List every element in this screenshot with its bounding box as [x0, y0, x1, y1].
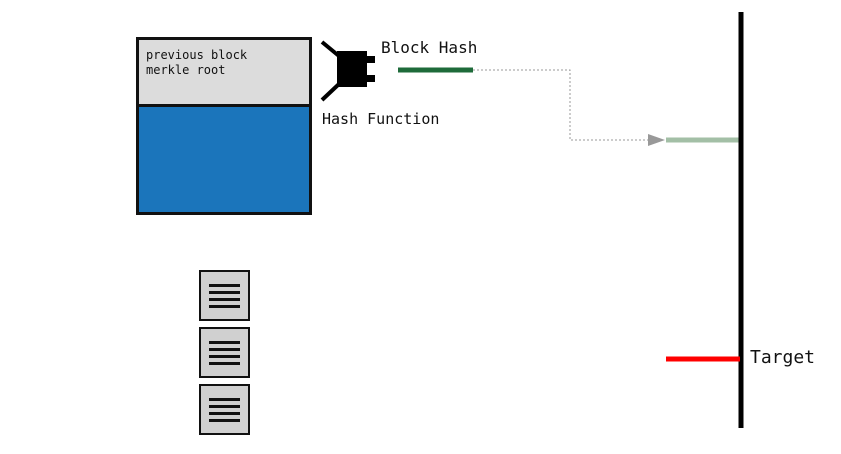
transaction-icon — [199, 270, 250, 321]
connector-arrow — [473, 69, 648, 141]
target-label: Target — [750, 347, 816, 368]
transaction-icon — [199, 327, 250, 378]
hash-function-label: Hash Function — [322, 110, 440, 128]
block-header: previous block merkle root — [139, 40, 309, 107]
hash-function-icon — [320, 40, 375, 102]
block-hash-label: Block Hash — [381, 38, 478, 57]
arrowhead — [648, 134, 665, 146]
transaction-icon — [199, 384, 250, 435]
merkle-root-label: merkle root — [146, 63, 226, 77]
previous-block-label: previous block — [146, 48, 248, 62]
block: previous block merkle root — [136, 37, 312, 215]
